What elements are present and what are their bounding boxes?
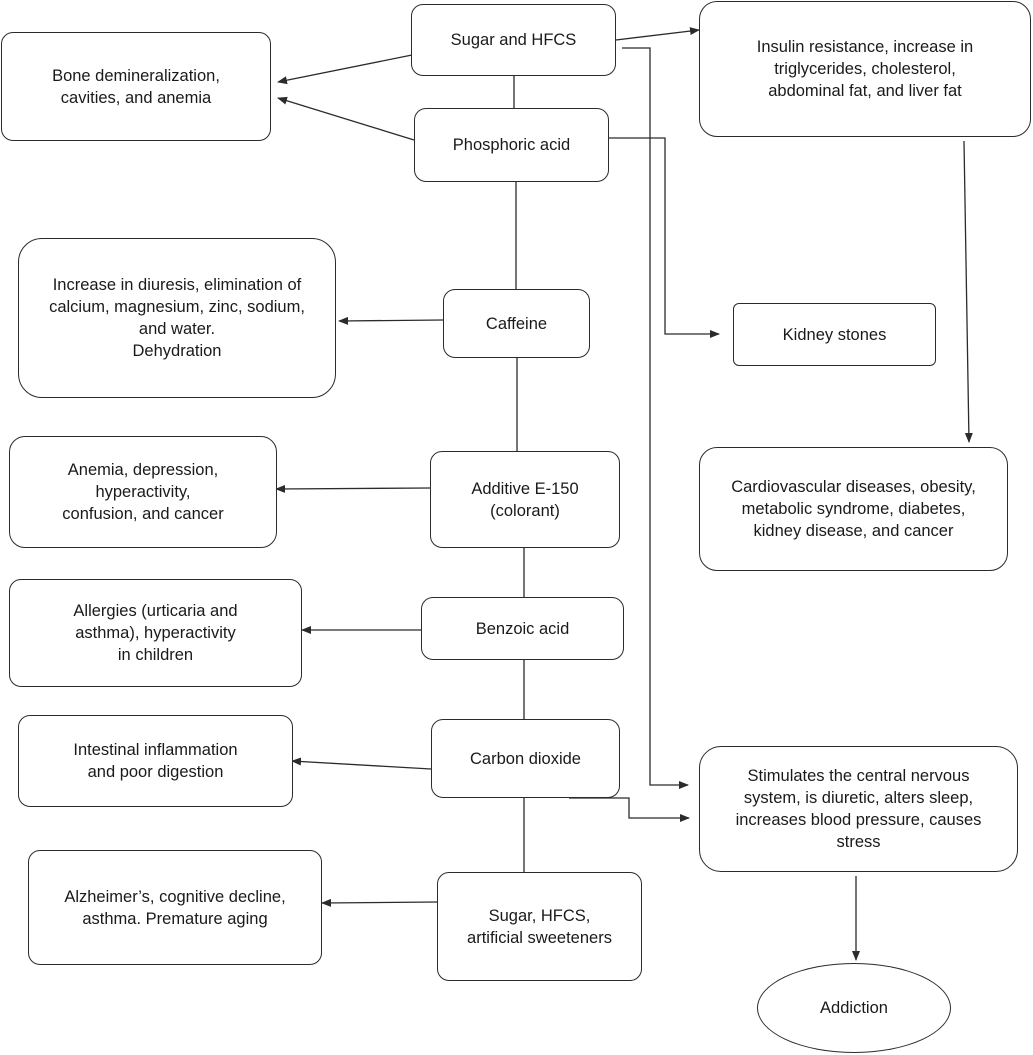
arrow-co2-to-stimulates: [569, 797, 690, 822]
node-sugar-sweeteners: Sugar, HFCS, artificial sweeteners: [437, 872, 642, 981]
arrow-phosphoric-to-bone: [277, 96, 415, 141]
node-label: Sugar and HFCS: [450, 31, 577, 49]
node-label: Bone demineralization, cavities, and ane…: [52, 66, 220, 107]
node-label: Benzoic acid: [475, 619, 570, 638]
node-benzoic-acid: Benzoic acid: [421, 597, 624, 660]
node-diuresis: Increase in diuresis, elimination of cal…: [18, 238, 336, 398]
node-label: Allergies (urticaria and asthma), hypera…: [73, 602, 238, 664]
arrow-sweeteners-to-alzheimers: [321, 898, 438, 907]
node-label: Alzheimer’s, cognitive decline, asthma. …: [64, 887, 286, 928]
node-label: Anemia, depression, hyperactivity, confu…: [62, 461, 224, 523]
arrow-sugar-to-insulin: [615, 27, 700, 41]
node-cardiovascular: Cardiovascular diseases, obesity, metabo…: [699, 447, 1008, 571]
node-anemia: Anemia, depression, hyperactivity, confu…: [9, 436, 277, 548]
arrow-e150-to-anemia: [275, 484, 431, 493]
node-phosphoric-acid: Phosphoric acid: [414, 108, 609, 182]
node-stimulates: Stimulates the central nervous system, i…: [699, 746, 1018, 872]
arrow-caffeine-to-diuresis: [338, 316, 444, 325]
node-label: Cardiovascular diseases, obesity, metabo…: [731, 478, 976, 540]
node-label: Intestinal inflammation and poor digesti…: [73, 741, 238, 781]
node-label: Stimulates the central nervous system, i…: [735, 767, 982, 851]
node-sugar-hfcs: Sugar and HFCS: [411, 4, 616, 76]
arrow-co2-to-intestinal: [291, 757, 432, 770]
node-label: Phosphoric acid: [452, 136, 571, 154]
node-label: Sugar, HFCS, artificial sweeteners: [467, 906, 612, 947]
node-bone-demineralization: Bone demineralization, cavities, and ane…: [1, 32, 271, 141]
arrow-sugar-to-bone: [277, 54, 413, 85]
node-caffeine: Caffeine: [443, 289, 590, 358]
node-alzheimers: Alzheimer’s, cognitive decline, asthma. …: [28, 850, 322, 965]
node-allergies: Allergies (urticaria and asthma), hypera…: [9, 579, 302, 687]
arrow-phosphoric-to-kidney: [609, 137, 720, 338]
arrow-sugar-to-stimulates: [622, 47, 689, 789]
node-label: Insulin resistance, increase in triglyce…: [756, 38, 974, 100]
node-intestinal: Intestinal inflammation and poor digesti…: [18, 715, 293, 807]
arrow-insulin-to-cardio: [963, 140, 973, 443]
node-carbon-dioxide: Carbon dioxide: [431, 719, 620, 798]
node-kidney-stones: Kidney stones: [733, 303, 936, 366]
node-label: Carbon dioxide: [470, 749, 581, 768]
node-label: Addiction: [820, 999, 888, 1017]
node-additive-e150: Additive E-150 (colorant): [430, 451, 620, 548]
node-addiction: Addiction: [757, 963, 951, 1053]
node-label: Kidney stones: [782, 325, 887, 344]
node-insulin-resistance: Insulin resistance, increase in triglyce…: [699, 1, 1031, 137]
node-label: Increase in diuresis, elimination of cal…: [49, 276, 305, 360]
node-label: Additive E-150 (colorant): [471, 479, 579, 520]
node-label: Caffeine: [485, 314, 548, 333]
